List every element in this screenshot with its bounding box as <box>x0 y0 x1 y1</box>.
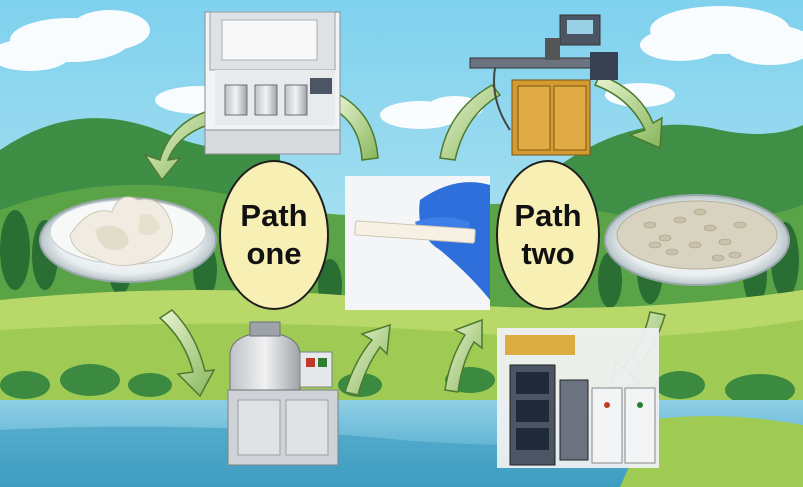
pellets-in-dish <box>604 194 790 286</box>
path-two-text: Path two <box>514 198 582 271</box>
arrow-center-bottom-up <box>444 318 483 393</box>
bushes <box>0 364 795 406</box>
path-one-text: Path one <box>240 198 308 271</box>
arrow-left-bottom-up <box>344 323 391 396</box>
gloved-hand-holding-sample <box>345 176 490 310</box>
high-speed-mixer <box>227 321 339 466</box>
extruder-machine <box>469 14 618 156</box>
arrow-left-top <box>143 110 209 182</box>
river-bank-right <box>620 416 803 487</box>
fiber-clumps-in-dish <box>39 196 217 283</box>
arrow-left-bottom-down <box>158 309 216 398</box>
ball-mill-machine <box>204 11 341 155</box>
river-reflection <box>0 426 803 487</box>
arrow-top-right-curve <box>439 84 502 161</box>
arrow-right-top <box>593 74 663 150</box>
path-two-label: Path two <box>496 160 600 310</box>
path-one-label: Path one <box>219 160 329 310</box>
arrow-top-left-curve <box>334 93 379 161</box>
production-line-machine <box>497 328 659 468</box>
